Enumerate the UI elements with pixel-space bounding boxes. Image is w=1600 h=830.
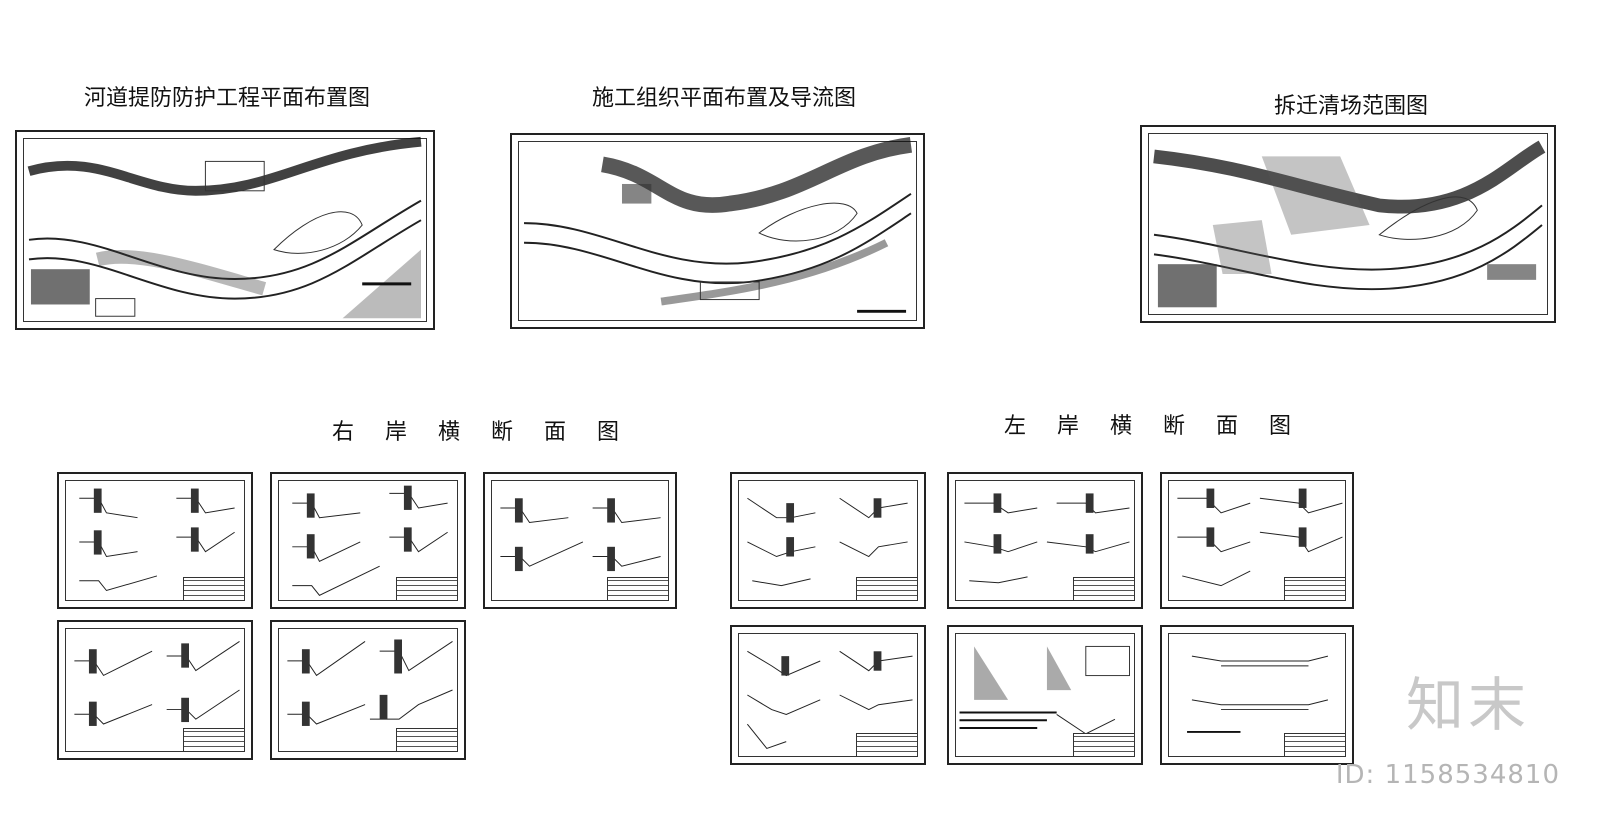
cross-section-drawing: [746, 650, 913, 750]
section-title-right-bank: 右 岸 横 断 面 图: [332, 420, 631, 445]
cross-section-drawing: [1177, 488, 1343, 587]
right-bank-sheet-5[interactable]: [270, 620, 466, 760]
title-block: [1073, 733, 1135, 757]
cross-section-drawing: [747, 497, 908, 587]
plan-title-demolition-range: 拆迁清场范围图: [1274, 94, 1429, 119]
cross-section-drawing: [964, 493, 1130, 584]
cross-section-drawing: [287, 639, 453, 726]
title-block: [607, 577, 669, 601]
title-block: [856, 733, 918, 757]
right-bank-sheet-2[interactable]: [270, 472, 466, 609]
title-block: [183, 728, 245, 752]
title-block: [1284, 733, 1346, 757]
plan-title-river-embankment: 河道提防防护工程平面布置图: [84, 86, 371, 111]
left-bank-sheet-1[interactable]: [730, 472, 926, 609]
plan-drawing-embankment: [27, 136, 422, 319]
title-block: [1073, 577, 1135, 601]
cross-section-drawing: [1187, 655, 1329, 733]
left-bank-sheet-5[interactable]: [947, 625, 1143, 765]
right-bank-sheet-3[interactable]: [483, 472, 677, 609]
image-id-watermark: ID: 1158534810: [1335, 760, 1560, 790]
cross-section-drawing: [74, 641, 240, 726]
plan-drawing-construction: [524, 137, 913, 313]
brand-watermark: 知末: [1405, 671, 1530, 739]
cross-section-drawing: [79, 488, 235, 592]
right-bank-sheet-4[interactable]: [57, 620, 253, 760]
plan-sheet-embankment[interactable]: [15, 130, 435, 330]
plan-title-construction-layout: 施工组织平面布置及导流图: [592, 86, 857, 111]
cross-section-drawing: [959, 645, 1130, 735]
title-block: [396, 577, 458, 601]
cross-section-drawing: [292, 485, 448, 596]
plan-drawing-demolition: [1153, 140, 1546, 308]
left-bank-sheet-3[interactable]: [1160, 472, 1354, 609]
title-block: [183, 577, 245, 601]
title-block: [396, 728, 458, 752]
right-bank-sheet-1[interactable]: [57, 472, 253, 609]
plan-sheet-construction[interactable]: [510, 133, 925, 329]
section-title-left-bank: 左 岸 横 断 面 图: [1004, 414, 1303, 439]
title-block: [856, 577, 918, 601]
plan-sheet-demolition[interactable]: [1140, 125, 1556, 323]
left-bank-sheet-4[interactable]: [730, 625, 926, 765]
cross-section-drawing: [500, 498, 661, 572]
title-block: [1284, 577, 1346, 601]
left-bank-sheet-2[interactable]: [947, 472, 1143, 609]
left-bank-sheet-6[interactable]: [1160, 625, 1354, 765]
